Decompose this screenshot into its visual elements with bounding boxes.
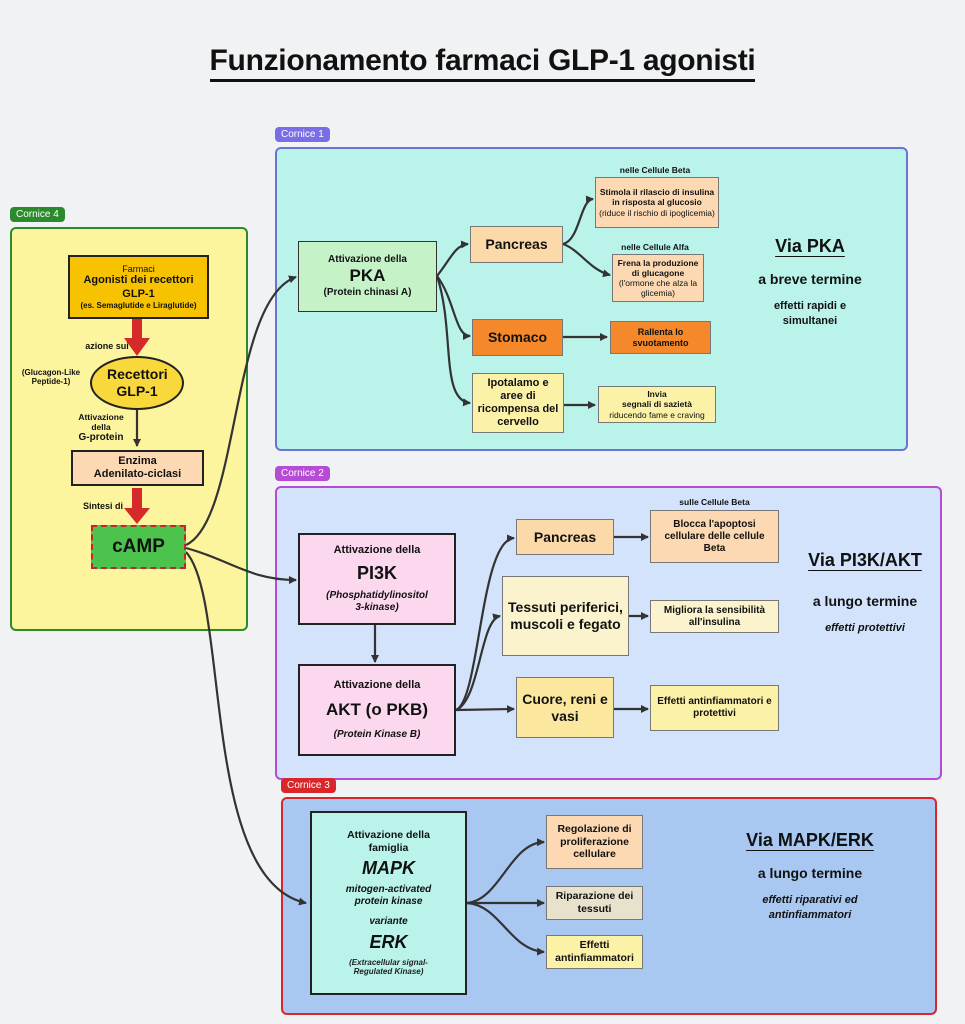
via-mapk-summary: Via MAPK/ERK a lungo termine effetti rip… (746, 830, 874, 922)
cuore-box: Cuore, reni e vasi (516, 677, 614, 738)
effetti-box-mapk: Effetti antinfiammatori (546, 935, 643, 969)
recettori-ellipse: Recettori GLP-1 (90, 356, 184, 410)
caption-sulle-cellule-beta: sulle Cellule Beta (679, 497, 750, 507)
farmaci-label: Farmaci (122, 263, 155, 274)
pka-box: Attivazione della PKA (Protein chinasi A… (298, 241, 437, 312)
label-sintesi-di: Sintesi di (82, 501, 123, 511)
arrow-camp-pi3k (185, 546, 297, 584)
camp-label: cAMP (112, 535, 165, 557)
rallenta-box: Rallenta lo svuotamento (610, 321, 711, 354)
pancreas-box-pka: Pancreas (470, 226, 563, 263)
tessuti-box: Tessuti periferici, muscoli e fegato (502, 576, 629, 656)
label-azione-sui: azione sui (85, 341, 129, 351)
frame-tag-cornice-2: Cornice 2 (275, 466, 330, 481)
frame-tag-cornice-1: Cornice 1 (275, 127, 330, 142)
page-title: Funzionamento farmaci GLP-1 agonisti (0, 44, 965, 82)
alfa-effect-box: Frena la produzione di glucagone (l'ormo… (612, 254, 704, 302)
effetti-box-akt: Effetti antinfiammatori e protettivi (650, 685, 779, 731)
blocca-box: Blocca l'apoptosi cellulare delle cellul… (650, 510, 779, 563)
red-arrows (124, 319, 150, 524)
pi3k-box: Attivazione della PI3K (Phosphatidylinos… (298, 533, 456, 625)
via-pi3k-summary: Via PI3K/AKT a lungo termine effetti pro… (808, 550, 922, 634)
riparazione-box: Riparazione dei tessuti (546, 886, 643, 920)
frame-tag-cornice-3: Cornice 3 (281, 778, 336, 793)
caption-cellule-alfa: nelle Cellule Alfa (621, 242, 689, 252)
pancreas-box-akt: Pancreas (516, 519, 614, 555)
beta-effect-box: Stimola il rilascio di insulina in rispo… (595, 177, 719, 228)
ipotalamo-box: Ipotalamo e aree di ricompensa del cerve… (472, 373, 564, 433)
farmaci-examples: (es. Semaglutide e Liraglutide) (80, 300, 197, 310)
arrow-camp-mapk (185, 551, 307, 906)
regolazione-box: Regolazione di proliferazione cellulare (546, 815, 643, 869)
invia-box: Invia segnali di sazietà riducendo fame … (598, 386, 716, 423)
farmaci-box: Farmaci Agonisti dei recettori GLP-1 (es… (68, 255, 209, 319)
stomaco-box: Stomaco (472, 319, 563, 356)
farmaci-title: Agonisti dei recettori GLP-1 (83, 274, 194, 300)
recettori-label: Recettori GLP-1 (107, 366, 168, 399)
migliora-box: Migliora la sensibilità all'insulina (650, 600, 779, 633)
camp-box: cAMP (91, 525, 186, 569)
enzima-box: Enzima Adenilato-ciclasi (71, 450, 204, 486)
frame-tag-cornice-4: Cornice 4 (10, 207, 65, 222)
via-pka-summary: Via PKA a breve termine effetti rapidi e… (758, 236, 862, 328)
akt-box: Attivazione della AKT (o PKB) (Protein K… (298, 664, 456, 756)
mapk-box: Attivazione della famiglia MAPK mitogen-… (310, 811, 467, 995)
label-glucagon-like: (Glucagon-Like Peptide-1) (21, 368, 81, 386)
label-attivazione-gprotein: Attivazione della G-protein (78, 412, 124, 444)
caption-cellule-beta: nelle Cellule Beta (619, 165, 691, 175)
arrow-camp-pka (185, 275, 297, 546)
